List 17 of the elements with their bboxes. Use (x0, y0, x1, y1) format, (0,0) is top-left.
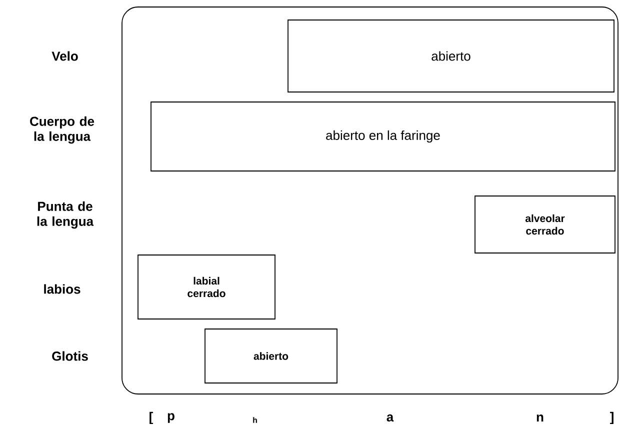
phonetic-symbol: a (386, 414, 394, 422)
row-label: Velo (52, 51, 78, 61)
phonetic-symbol: ] (610, 412, 614, 424)
state-box: abierto (204, 328, 338, 384)
state-box: alveolar cerrado (474, 196, 616, 254)
row-label: labios (44, 284, 80, 294)
phonetic-symbol: h (253, 417, 257, 423)
phonetic-symbol: p (168, 413, 174, 423)
phonetic-symbol: [ (150, 412, 154, 424)
row-label: Glotis (52, 351, 88, 361)
state-box: abierto (288, 20, 614, 92)
panel-frame (122, 6, 618, 394)
phonetic-symbol: n (536, 414, 544, 422)
row-label: Cuerpo de la lengua (30, 116, 94, 144)
row-label: Punta de la lengua (37, 201, 94, 229)
state-box: abierto en la faringe (150, 102, 616, 172)
state-box: labial cerrado (138, 254, 276, 320)
